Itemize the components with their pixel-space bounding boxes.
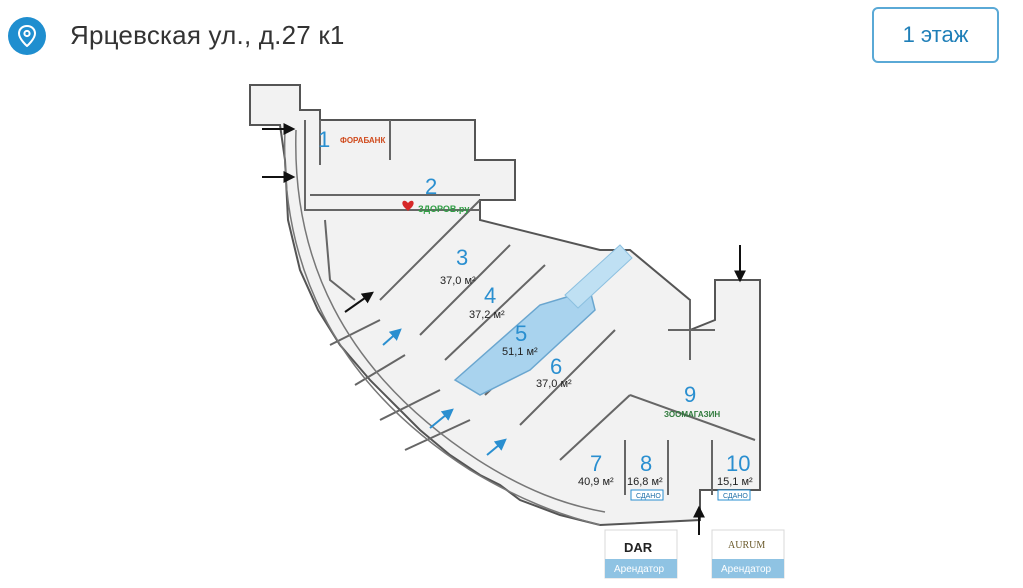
map-pin-icon xyxy=(8,17,46,55)
unit-4-number[interactable]: 4 xyxy=(484,283,496,308)
unit-3-number[interactable]: 3 xyxy=(456,245,468,270)
unit-6-number[interactable]: 6 xyxy=(550,354,562,379)
unit-9-tenant: ЗООМАГАЗИН xyxy=(664,410,720,419)
unit-5-area: 51,1 м² xyxy=(502,346,538,358)
unit-6-area: 37,0 м² xyxy=(536,378,572,390)
unit-8-status: СДАНО xyxy=(636,493,661,500)
unit-10-status: СДАНО xyxy=(723,493,748,500)
unit-4-area: 37,2 м² xyxy=(469,309,505,321)
unit-7-number[interactable]: 7 xyxy=(590,451,602,476)
unit-7-area: 40,9 м² xyxy=(578,476,614,488)
unit-8-number[interactable]: 8 xyxy=(640,451,652,476)
tenant-card-dar[interactable]: DAR Арендатор xyxy=(604,529,678,579)
header: Ярцевская ул., д.27 к1 1 этаж xyxy=(0,0,1023,80)
unit-8-status-badge xyxy=(630,489,664,501)
unit-1-tenant: ФОРАБАНК xyxy=(340,136,385,145)
heart-icon xyxy=(402,200,414,211)
unit-2-tenant: ЗДОРОВ.ру xyxy=(418,204,469,214)
unit-8-area: 16,8 м² xyxy=(627,476,663,488)
entrance-arrows xyxy=(262,123,746,535)
aurum-logo: AURUM xyxy=(728,540,765,551)
aurum-label: Арендатор xyxy=(721,564,772,575)
corridor-highlight xyxy=(564,244,633,309)
unit-10-status-badge xyxy=(717,489,751,501)
dar-label: Арендатор xyxy=(614,564,665,575)
unit-9-number[interactable]: 9 xyxy=(684,382,696,407)
unit-2-number[interactable]: 2 xyxy=(425,174,437,199)
tenant-card-aurum[interactable]: AURUM Арендатор xyxy=(711,529,785,579)
blue-arrows xyxy=(382,328,507,456)
floor-selector-button[interactable]: 1 этаж xyxy=(872,7,999,63)
unit-3-area: 37,0 м² xyxy=(440,275,476,287)
unit-5-number[interactable]: 5 xyxy=(515,321,527,346)
facade-curves xyxy=(283,129,606,526)
unit-10-area: 15,1 м² xyxy=(717,476,753,488)
dar-logo: DAR xyxy=(624,540,653,555)
unit-5-highlight[interactable] xyxy=(453,289,596,396)
unit-10-number[interactable]: 10 xyxy=(726,451,750,476)
address-title: Ярцевская ул., д.27 к1 xyxy=(70,20,345,50)
unit-1-number[interactable]: 1 xyxy=(318,127,330,152)
